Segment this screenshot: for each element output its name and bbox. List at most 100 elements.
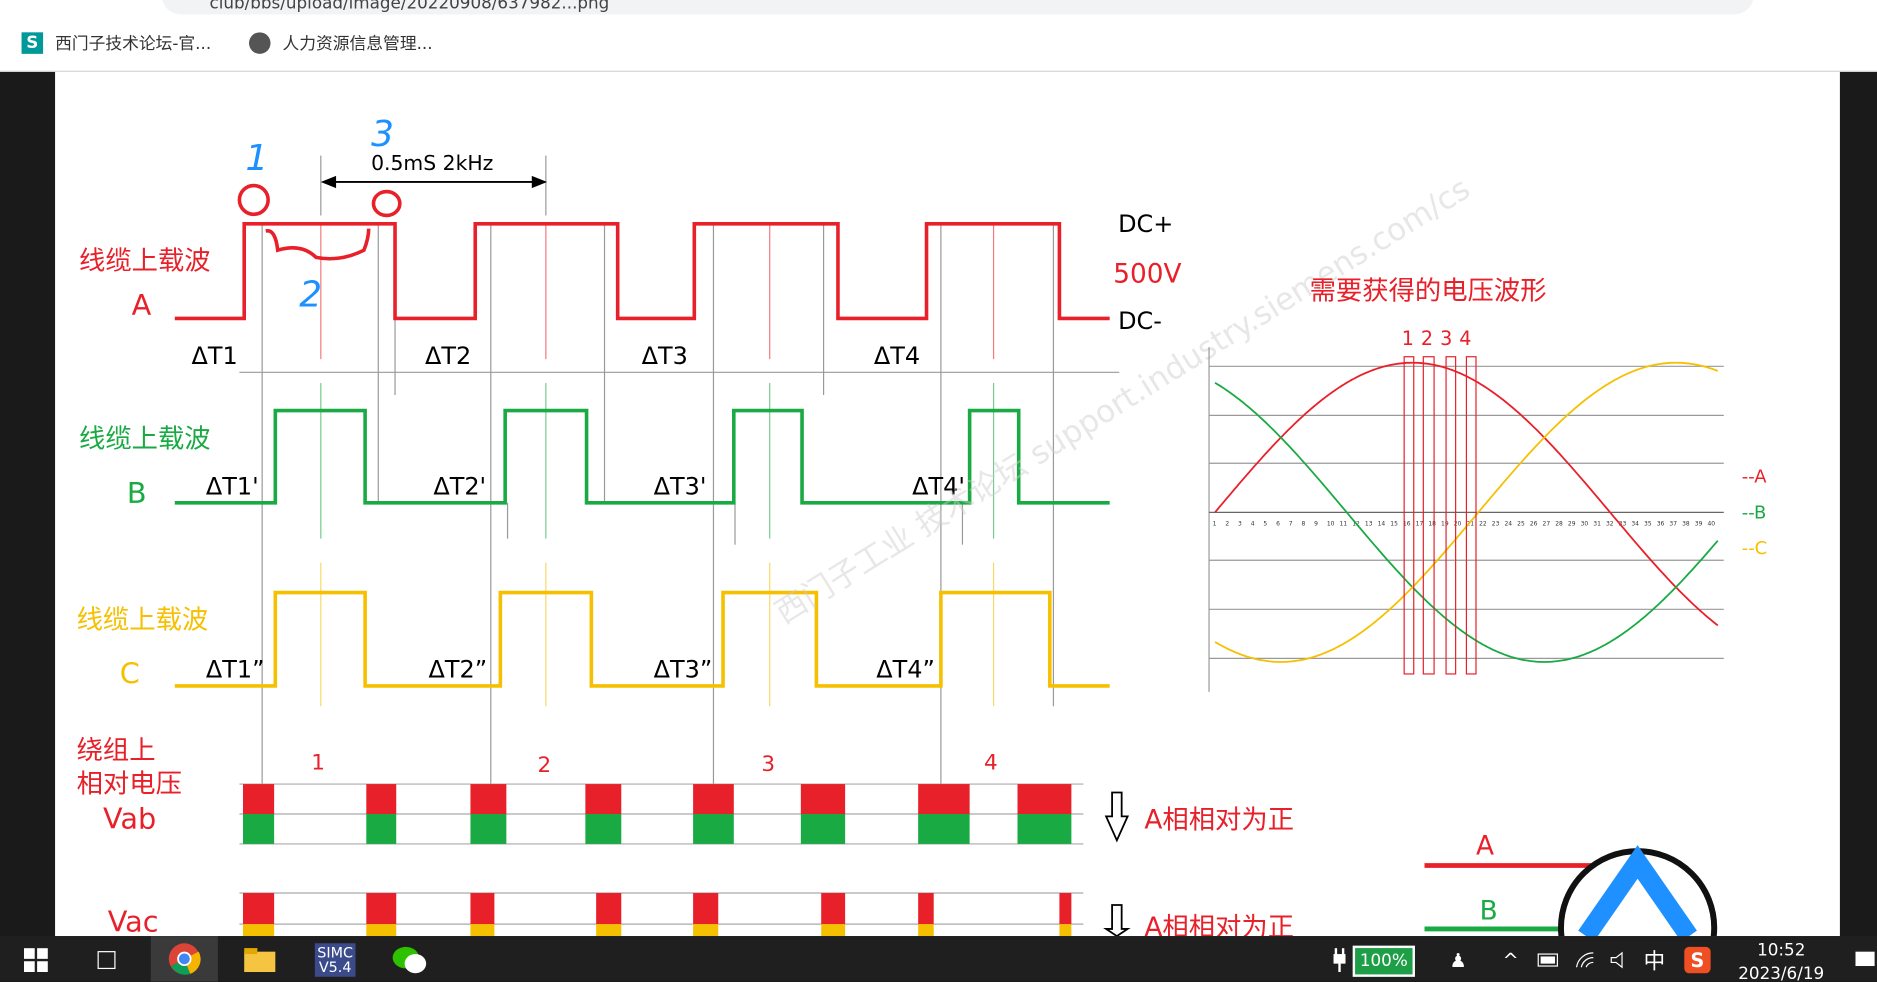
axis-tick-label: 27 (1543, 521, 1551, 528)
axis-tick-label: 4 (1251, 521, 1255, 528)
winding-label-1: 绕组上 (77, 736, 156, 766)
vab-bar-negative (243, 814, 275, 844)
vac-bar-positive (821, 893, 846, 925)
axis-tick-label: 23 (1492, 521, 1500, 528)
axis-tick-label: 29 (1568, 521, 1576, 528)
waveform-c (174, 590, 1110, 688)
vac-bar-negative (1059, 924, 1072, 937)
dt-a-4: ΔT4 (874, 342, 920, 370)
axis-tick-label: 24 (1504, 521, 1512, 528)
axis-tick-label: 9 (1314, 521, 1318, 528)
axis-tick-label: 40 (1708, 521, 1716, 528)
watermark: 西门子工业 技术论坛 support.industry.siemens.com/… (769, 171, 1476, 632)
siemens-s-icon: S (21, 32, 44, 54)
svg-text:B: B (1480, 896, 1498, 926)
vac-bar-positive (366, 893, 397, 925)
clock[interactable]: 10:52 2023/6/19 (1730, 939, 1833, 982)
ime-indicator[interactable]: 中 (1642, 943, 1666, 977)
vab-bar-negative (366, 814, 397, 844)
axis-tick-label: 5 (1263, 521, 1267, 528)
vab-bar-negative (800, 814, 846, 844)
dt-b-2: ΔT2' (433, 472, 486, 500)
bookmark-hr[interactable]: 人力资源信息管理... (248, 31, 433, 55)
vab-bar-positive (800, 784, 846, 815)
notification-icon[interactable] (1855, 943, 1877, 977)
vac-bar-negative (596, 924, 622, 937)
marker-3: 3 (1440, 327, 1452, 350)
vac-bar-positive (693, 893, 719, 925)
windows-icon (23, 948, 48, 973)
axis-tick-label: 22 (1479, 521, 1487, 528)
axis-tick-label: 17 (1416, 521, 1424, 528)
axis-tick-label: 26 (1530, 521, 1538, 528)
handwritten-2: 2 (299, 274, 322, 315)
power-plug-icon (1331, 943, 1348, 977)
segment-4: 4 (984, 751, 998, 776)
sogou-icon[interactable]: S (1684, 946, 1711, 974)
marker-2: 2 (1421, 327, 1433, 350)
vab-bar-negative (1017, 814, 1072, 844)
handwritten-1: 1 (245, 138, 268, 179)
dt-a-3: ΔT3 (642, 342, 688, 370)
dt-c-1: ΔT1” (206, 656, 265, 684)
vac-bar-positive (918, 893, 934, 925)
battery-indicator[interactable]: 100% (1352, 945, 1415, 977)
carrier-label-a: 线缆上载波 (79, 246, 211, 276)
period-label: 0.5mS 2kHz (371, 151, 493, 175)
vac-bar-negative (243, 924, 275, 937)
dc-plus-label: DC+ (1118, 210, 1173, 238)
target-title: 需要获得的电压波形 (1310, 276, 1547, 306)
task-view-button[interactable] (93, 943, 122, 977)
people-icon[interactable]: ♟ (1449, 948, 1467, 972)
vab-bar-positive (1017, 784, 1072, 815)
carrier-label-c: 线缆上载波 (77, 605, 209, 635)
axis-tick-label: 21 (1466, 521, 1474, 528)
clock-date: 2023/6/19 (1738, 964, 1825, 982)
vac-bar-positive (243, 893, 275, 925)
winding-label-2: 相对电压 (77, 769, 182, 799)
battery-icon[interactable] (1536, 943, 1562, 977)
center-lines (320, 223, 995, 707)
axis-tick-label: 10 (1327, 521, 1335, 528)
chrome-icon (168, 943, 201, 975)
axis-tick-label: 18 (1428, 521, 1436, 528)
bookmark-siemens[interactable]: S 西门子技术论坛-官... (21, 31, 212, 55)
file-explorer-button[interactable] (242, 943, 278, 977)
legend-a: --A (1742, 466, 1768, 487)
bookmark-label: 西门子技术论坛-官... (55, 34, 212, 54)
vab-bar-negative (470, 814, 507, 844)
vab-label: Vab (103, 801, 156, 835)
segment-3: 3 (761, 752, 775, 777)
axis-tick-label: 36 (1657, 521, 1665, 528)
vac-bar-negative (366, 924, 397, 937)
address-bar[interactable]: club/bbs/upload/image/20220908/637982...… (161, 0, 1754, 15)
voltage-label: 500V (1113, 260, 1181, 290)
axis-tick-label: 3 (1238, 521, 1242, 528)
waveform-diagram: 0.5mS 2kHz 线缆上载波 A 500V DC+ DC- ΔT1 ΔT2 … (77, 114, 1768, 937)
axis-tick-label: 37 (1669, 521, 1677, 528)
chrome-app-button[interactable] (150, 936, 218, 982)
axis-tick-label: 19 (1441, 521, 1449, 528)
dt-a-1: ΔT1 (192, 342, 238, 370)
windows-start-button[interactable] (22, 943, 51, 977)
vac-bar-negative (470, 924, 495, 937)
vab-bars (243, 784, 1072, 844)
marker-rectangles (1403, 356, 1477, 675)
volume-icon[interactable] (1608, 943, 1632, 977)
dt-b-4: ΔT4' (912, 472, 965, 500)
marker-4: 4 (1459, 327, 1471, 350)
vac-bar-positive (470, 893, 495, 925)
axis-tick-label: 20 (1454, 521, 1462, 528)
axis-tick-label: 2 (1225, 521, 1229, 528)
axis-tick-label: 16 (1403, 521, 1411, 528)
wechat-button[interactable] (390, 943, 428, 977)
dt-b-3: ΔT3' (654, 472, 707, 500)
chevron-up-icon[interactable]: ^ (1502, 948, 1519, 972)
carrier-label-b: 线缆上载波 (79, 425, 211, 455)
axis-tick-label: 30 (1581, 521, 1589, 528)
wifi-icon[interactable] (1573, 943, 1597, 977)
clock-time: 10:52 (1757, 940, 1806, 961)
